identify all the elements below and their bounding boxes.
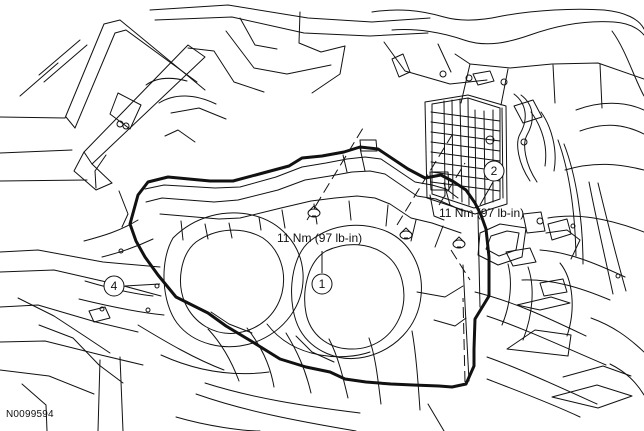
speaker-enclosure-component bbox=[128, 145, 491, 389]
fasteners bbox=[307, 205, 466, 249]
callout-1: 1 bbox=[311, 273, 333, 295]
fastener-alignment-lines bbox=[306, 127, 471, 383]
callout-4: 4 bbox=[103, 275, 125, 297]
callout-leader-lines bbox=[124, 181, 494, 287]
callout-2-label: 2 bbox=[491, 164, 498, 178]
torque-spec-right: 11 Nm (97 lb-in) bbox=[439, 206, 524, 220]
center-fastener bbox=[399, 227, 413, 240]
right-fastener bbox=[452, 236, 466, 249]
callout-4-label: 4 bbox=[111, 279, 118, 293]
figure-id: N0099594 bbox=[6, 409, 54, 420]
torque-spec-left: 11 Nm (97 lb-in) bbox=[277, 231, 362, 245]
callout-2: 2 bbox=[483, 160, 505, 182]
callout-1-label: 1 bbox=[319, 277, 326, 291]
left-fastener bbox=[307, 205, 321, 218]
